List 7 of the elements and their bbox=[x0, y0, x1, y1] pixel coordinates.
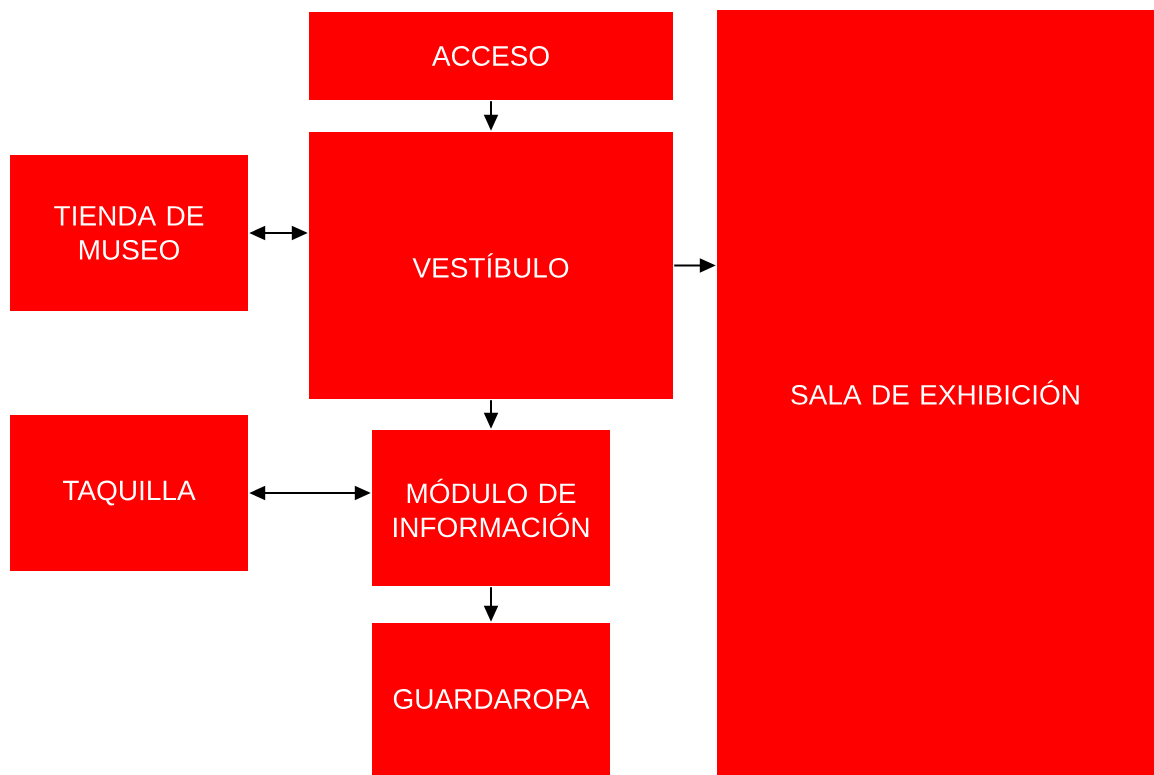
room-box: MÓDULO DE INFORMACIÓN bbox=[372, 430, 610, 586]
room-box: SALA DE EXHIBICIÓN bbox=[717, 10, 1154, 775]
room-box: VESTÍBULO bbox=[309, 132, 673, 399]
room-box: ACCESO bbox=[309, 12, 673, 100]
room-box: GUARDAROPA bbox=[372, 623, 610, 775]
room-box: TAQUILLA bbox=[10, 415, 248, 571]
room-box: TIENDA DE MUSEO bbox=[10, 155, 248, 311]
